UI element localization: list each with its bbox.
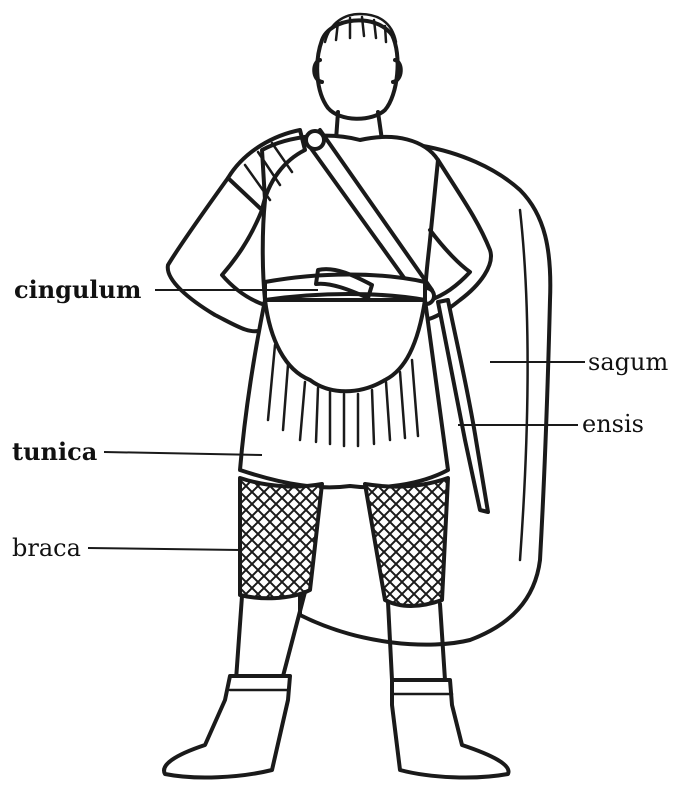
label-tunica: tunica [12, 437, 97, 466]
left-arm [168, 178, 262, 331]
braca-left [240, 478, 322, 598]
shoulder-brooch [306, 131, 324, 149]
label-sagum: sagum [588, 348, 668, 376]
leader-tunica [104, 452, 262, 455]
left-shin [236, 592, 305, 680]
label-ensis: ensis [582, 410, 644, 438]
label-cingulum: cingulum [14, 275, 141, 304]
leader-braca [88, 548, 240, 550]
label-braca: braca [12, 534, 81, 562]
